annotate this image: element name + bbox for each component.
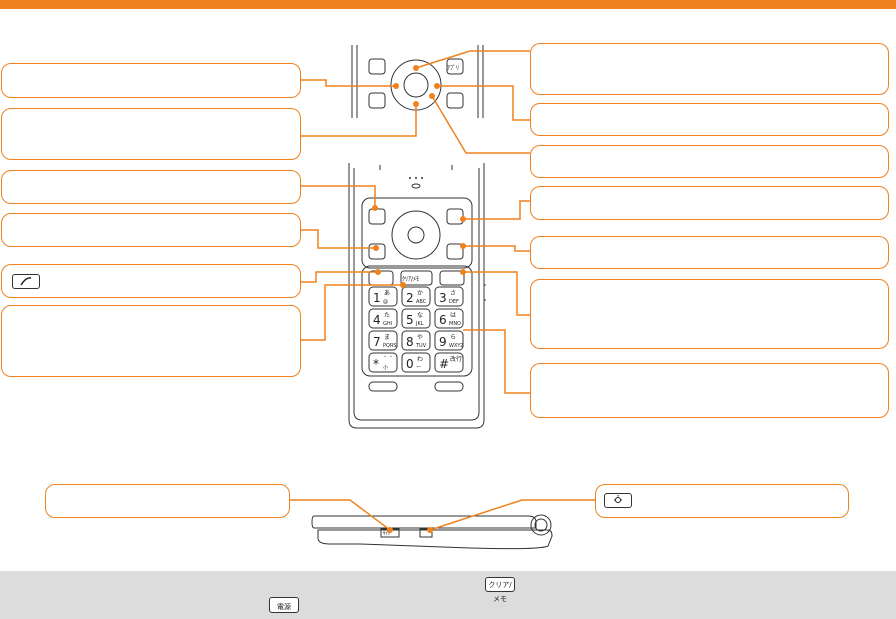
keypad-key-10-kana: ゛゜ [384,356,396,363]
keypad-key-3-sub: DEF [449,299,459,305]
callout-left-6 [1,305,301,377]
callout-left-2 [1,108,301,160]
dpad-closeup [351,45,484,118]
keypad-key-6-sub: MNO [449,321,461,327]
keypad-key-7-sub: PQRS [383,343,397,349]
keypad-key-1-number: 1 [373,291,381,305]
callout-right-3 [530,145,889,178]
callout-right-1 [530,43,889,95]
phone-front [348,163,486,429]
power-key-icon: 電源 [269,597,299,613]
keypad-key-2-number: 2 [406,291,414,305]
keypad-key-7-kana: ま [384,334,390,341]
leader-dots [372,65,466,533]
phone-side-view [311,514,553,550]
app-key-label: ｱﾌﾟﾘ [447,65,459,72]
keypad-key-8-kana: や [417,333,423,341]
callout-bottom-left [45,484,290,518]
callout-right-5 [530,236,889,269]
keypad-key-1-kana: あ [384,290,390,297]
callout-left-4 [1,213,301,247]
light-bulb-icon [604,493,632,508]
clear-memo-key-label: ｸﾘｱ/ﾒﾓ [402,276,419,283]
callout-right-2 [530,103,889,136]
keypad-key-10-number: * [373,357,379,371]
callout-right-4 [530,186,889,220]
keypad-key-6-kana: は [450,312,456,319]
keypad-key-4-kana: た [384,312,390,319]
keypad-key-8-sub: TUV [415,343,427,349]
keypad-key-12-number: # [439,357,449,371]
callout-right-6 [530,279,889,349]
clear-memo-key-icon: クリア/メモ [485,577,515,603]
side-key-label: ｻｲﾄﾞ [383,530,393,537]
keypad-key-5-kana: な [417,312,423,319]
keypad-key-11-sub: ー [416,365,421,371]
keypad-key-3-kana: さ [450,290,456,297]
keypad-key-10-sub: 小 [383,364,388,371]
keypad-key-5-number: 5 [406,313,414,327]
callout-left-1 [1,63,301,98]
keypad-key-4-sub: GHI [383,321,392,327]
keypad-key-9-kana: ら [450,334,456,341]
keypad-key-9-number: 9 [439,335,447,349]
keypad-key-6-number: 6 [439,313,447,327]
callout-left-3 [1,170,301,204]
keypad-key-9-sub: WXYZ [449,343,464,349]
keypad-key-12-kana: 改行 [450,355,462,363]
keypad-grid [368,286,464,373]
power-key-label: 電源 [277,603,291,611]
keypad-key-2-sub: ABC [416,299,427,305]
callout-left-5 [1,264,301,298]
leader-lines [290,50,595,531]
keypad-key-2-kana: か [417,290,423,297]
callout-right-7 [530,363,889,418]
callout-bottom-right [595,484,849,518]
keypad-key-8-number: 8 [406,335,414,349]
keypad-key-4-number: 4 [373,313,381,327]
keypad-key-1-sub: @ [383,299,388,305]
phone-handset-icon [12,274,40,289]
keypad-key-11-kana: わ [417,356,423,363]
keypad-key-3-number: 3 [439,291,447,305]
keypad-key-7-number: 7 [373,335,381,349]
footer-note: クリア/メモ 電源 [0,571,896,619]
keypad-key-5-sub: JKL [415,321,424,327]
header-accent-bar [0,0,896,9]
keypad-key-11-number: 0 [406,357,414,371]
